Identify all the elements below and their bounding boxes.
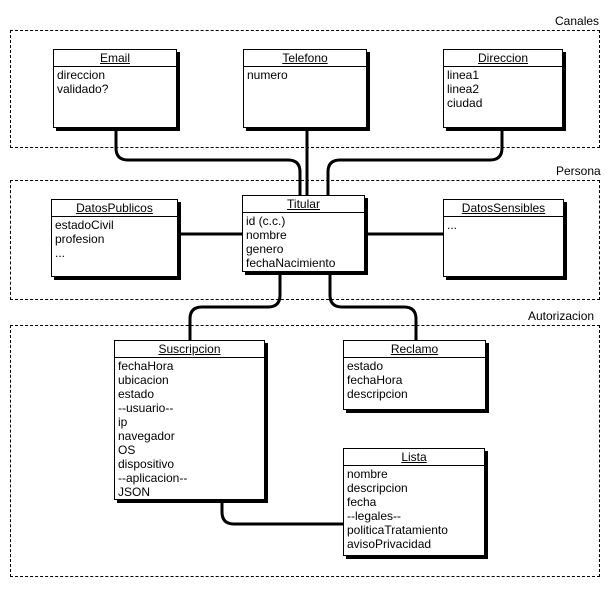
connector-direccion-titular: [326, 126, 504, 197]
group-persona: [10, 180, 600, 300]
class-lista-title: Lista: [344, 449, 484, 466]
attr: validado?: [57, 82, 109, 96]
class-lista-attrs: nombre descripcion fecha --legales-- pol…: [344, 466, 484, 552]
class-suscripcion[interactable]: Suscripcion fechaHora ubicacion estado -…: [114, 340, 265, 500]
class-email-attrs: direccion validado?: [54, 67, 176, 97]
attr: estado: [118, 387, 155, 401]
attr: navegador: [118, 429, 175, 443]
group-canales-label: Canales: [555, 14, 600, 28]
class-telefono-attrs: numero: [244, 67, 366, 83]
attr: estadoCivil: [55, 218, 114, 232]
group-canales: [10, 30, 600, 148]
class-email[interactable]: Email direccion validado?: [53, 49, 177, 128]
attr: ubicacion: [118, 373, 169, 387]
attr: numero: [247, 68, 288, 82]
group-persona-label: Persona: [556, 164, 601, 178]
class-datossensibles-title: DatosSensibles: [444, 200, 563, 217]
class-telefono-title: Telefono: [244, 50, 366, 67]
attr: descripcion: [347, 387, 408, 401]
group-autorizacion: [10, 325, 600, 577]
class-datospublicos-attrs: estadoCivil profesion ...: [52, 217, 177, 261]
class-suscripcion-attrs: fechaHora ubicacion estado --usuario-- i…: [115, 358, 264, 500]
attr: dispositivo: [118, 457, 175, 471]
attr: nombre: [246, 228, 287, 242]
attr: fechaHora: [118, 359, 174, 373]
attr: ...: [55, 246, 66, 260]
attr: ip: [118, 415, 128, 429]
class-datospublicos-title: DatosPublicos: [52, 200, 177, 217]
attr: JSON: [118, 485, 151, 499]
class-datossensibles-attrs: ...: [444, 217, 563, 233]
class-reclamo[interactable]: Reclamo estado fechaHora descripcion: [343, 340, 486, 410]
class-titular-title: Titular: [243, 196, 364, 213]
attr: politicaTratamiento: [347, 523, 448, 537]
attr: avisoPrivacidad: [347, 537, 432, 551]
attr: profesion: [55, 232, 105, 246]
class-direccion-title: Direccion: [444, 50, 562, 67]
class-datossensibles[interactable]: DatosSensibles ...: [443, 199, 564, 277]
attr: id (c.c.): [246, 214, 286, 228]
attr: fechaNacimiento: [246, 256, 336, 270]
class-datospublicos[interactable]: DatosPublicos estadoCivil profesion ...: [51, 199, 178, 277]
attr: OS: [118, 443, 136, 457]
attr: nombre: [347, 467, 388, 481]
attr: --legales--: [347, 509, 402, 523]
group-autorizacion-label: Autorizacion: [528, 309, 595, 323]
attr: linea2: [447, 82, 480, 96]
class-reclamo-title: Reclamo: [344, 341, 485, 358]
attr: direccion: [57, 68, 106, 82]
attr: ...: [447, 218, 458, 232]
attr: --usuario--: [118, 401, 174, 415]
class-reclamo-attrs: estado fechaHora descripcion: [344, 358, 485, 402]
class-titular-attrs: id (c.c.) nombre genero fechaNacimiento: [243, 213, 364, 271]
attr: fecha: [347, 495, 377, 509]
class-titular[interactable]: Titular id (c.c.) nombre genero fechaNac…: [242, 195, 365, 272]
attr: fechaHora: [347, 373, 403, 387]
class-email-title: Email: [54, 50, 176, 67]
attr: linea1: [447, 68, 480, 82]
class-direccion[interactable]: Direccion linea1 linea2 ciudad: [443, 49, 563, 128]
connector-email-titular: [114, 126, 302, 197]
attr: --aplicacion--: [118, 471, 188, 485]
class-telefono[interactable]: Telefono numero: [243, 49, 367, 128]
class-direccion-attrs: linea1 linea2 ciudad: [444, 67, 562, 111]
connector-suscripcion-lista: [220, 498, 347, 526]
attr: estado: [347, 359, 384, 373]
class-suscripcion-title: Suscripcion: [115, 341, 264, 358]
attr: genero: [246, 242, 284, 256]
attr: ciudad: [447, 96, 483, 110]
class-lista[interactable]: Lista nombre descripcion fecha --legales…: [343, 448, 485, 556]
attr: descripcion: [347, 481, 408, 495]
